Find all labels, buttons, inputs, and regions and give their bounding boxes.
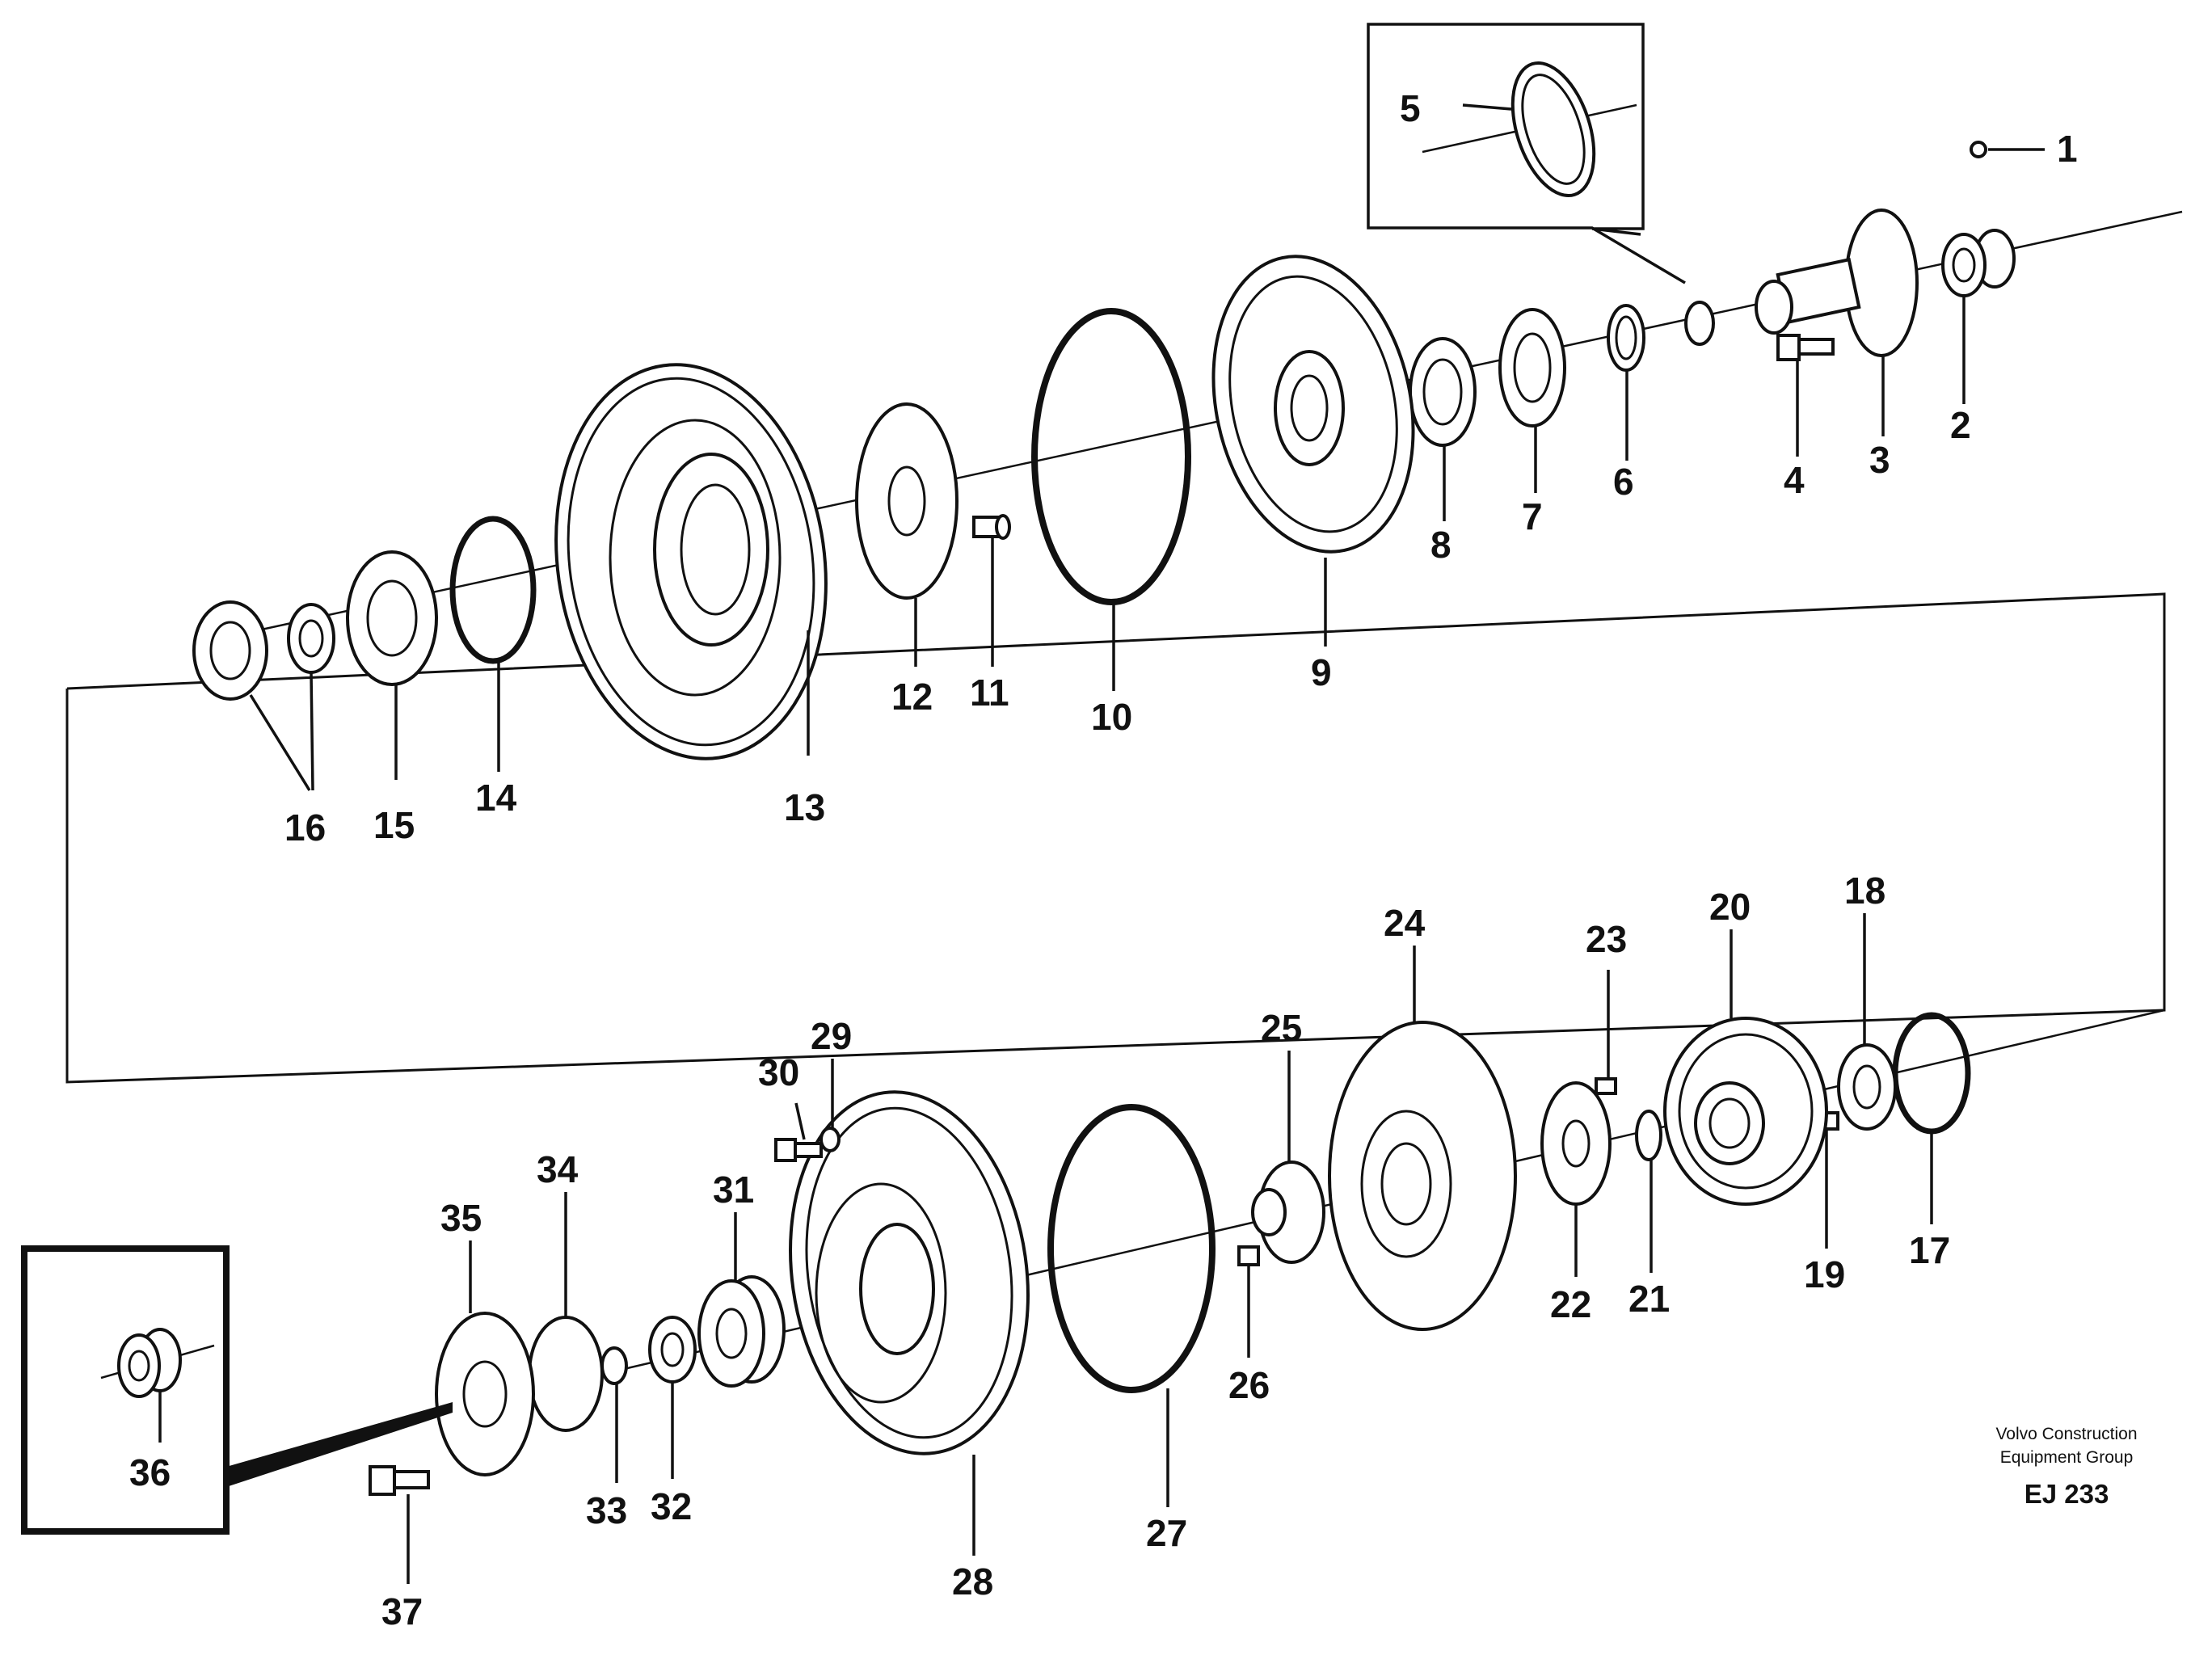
part-10-o-ring — [1031, 308, 1191, 605]
part-28-impeller — [789, 1090, 1030, 1455]
part-30-bolt — [774, 1138, 823, 1162]
callout-29: 29 — [811, 1015, 852, 1057]
part-33-lock-tab — [600, 1346, 628, 1385]
callout-1: 1 — [2057, 128, 2078, 170]
callout-31: 31 — [713, 1169, 754, 1211]
part-14-o-ring — [449, 516, 537, 664]
part-6-circlip — [1607, 304, 1645, 372]
callout-30: 30 — [758, 1051, 799, 1093]
callout-20: 20 — [1709, 886, 1751, 928]
part-8-bearing — [1409, 337, 1477, 447]
callout-17: 17 — [1909, 1229, 1950, 1271]
figure-code: EJ 233 — [2025, 1479, 2109, 1509]
part-24-turbine — [1328, 1021, 1517, 1331]
part-4-bolt — [1776, 334, 1835, 361]
part-20-stator — [1663, 1017, 1828, 1206]
callout-7: 7 — [1522, 495, 1543, 537]
callout-4: 4 — [1784, 459, 1805, 501]
callout-5: 5 — [1400, 87, 1421, 129]
callout-25: 25 — [1261, 1007, 1302, 1049]
callout-13: 13 — [784, 786, 825, 828]
part-12-plate — [855, 402, 959, 600]
callout-8: 8 — [1430, 524, 1451, 566]
leader-lines — [158, 103, 2045, 1584]
part-18-bearing — [1837, 1043, 1897, 1131]
credit-line-2: Equipment Group — [2000, 1448, 2134, 1467]
part-16-bearing-pair — [192, 600, 335, 701]
callout-6: 6 — [1613, 461, 1634, 503]
part-22-plate — [1540, 1081, 1612, 1206]
part-2-sleeve — [1941, 229, 2016, 297]
callout-26: 26 — [1228, 1364, 1270, 1406]
callout-19: 19 — [1804, 1253, 1845, 1295]
part-25-hub — [1251, 1160, 1325, 1264]
part-15-hub — [346, 550, 438, 686]
part-37-bolt — [369, 1465, 430, 1496]
part-oring-small — [1684, 301, 1715, 346]
callout-2: 2 — [1950, 404, 1971, 446]
part-13-housing — [554, 363, 828, 760]
part-7-nut — [1498, 308, 1566, 428]
callout-33: 33 — [586, 1489, 627, 1531]
callout-27: 27 — [1146, 1512, 1187, 1554]
part-23-screw — [1595, 1077, 1617, 1095]
inset-box-36 — [21, 1245, 453, 1535]
callout-22: 22 — [1550, 1283, 1591, 1325]
callout-12: 12 — [891, 676, 933, 718]
callout-35: 35 — [440, 1197, 482, 1239]
callout-34: 34 — [537, 1148, 579, 1190]
inset-box-5 — [1367, 23, 1686, 284]
callout-14: 14 — [475, 777, 517, 819]
part-3-flange-shaft — [1755, 208, 1919, 357]
part-11-screw — [972, 514, 1011, 540]
part-29-washer — [819, 1127, 841, 1152]
callout-28: 28 — [952, 1561, 993, 1603]
part-34-gasket — [528, 1316, 604, 1432]
footer-credits: Volvo Construction Equipment Group EJ 23… — [1995, 1425, 2137, 1509]
part-31-bearing — [697, 1275, 786, 1388]
callout-32: 32 — [651, 1485, 692, 1527]
callout-18: 18 — [1844, 870, 1885, 912]
part-27-o-ring — [1047, 1104, 1216, 1393]
callout-21: 21 — [1628, 1278, 1670, 1320]
part-9-cover — [1211, 255, 1415, 554]
callout-9: 9 — [1311, 651, 1332, 693]
part-1-pin — [1970, 141, 1987, 158]
credit-line-1: Volvo Construction — [1995, 1425, 2137, 1443]
callout-24: 24 — [1384, 902, 1426, 944]
callout-15: 15 — [373, 804, 415, 846]
part-26-bolt — [1237, 1245, 1260, 1266]
part-35-pump-cover — [435, 1312, 535, 1476]
callout-16: 16 — [284, 807, 326, 849]
callout-23: 23 — [1586, 918, 1627, 960]
part-17-o-ring — [1892, 1012, 1971, 1135]
callout-3: 3 — [1869, 439, 1890, 481]
part-32-ring — [648, 1316, 697, 1384]
part-21-circlip — [1635, 1110, 1662, 1161]
callout-labels: 1 2 3 4 5 6 7 8 9 10 11 12 13 14 15 16 1… — [129, 87, 2078, 1632]
callout-36: 36 — [129, 1451, 171, 1493]
callout-37: 37 — [381, 1590, 423, 1632]
callout-11: 11 — [970, 672, 1009, 714]
callout-10: 10 — [1091, 696, 1132, 738]
